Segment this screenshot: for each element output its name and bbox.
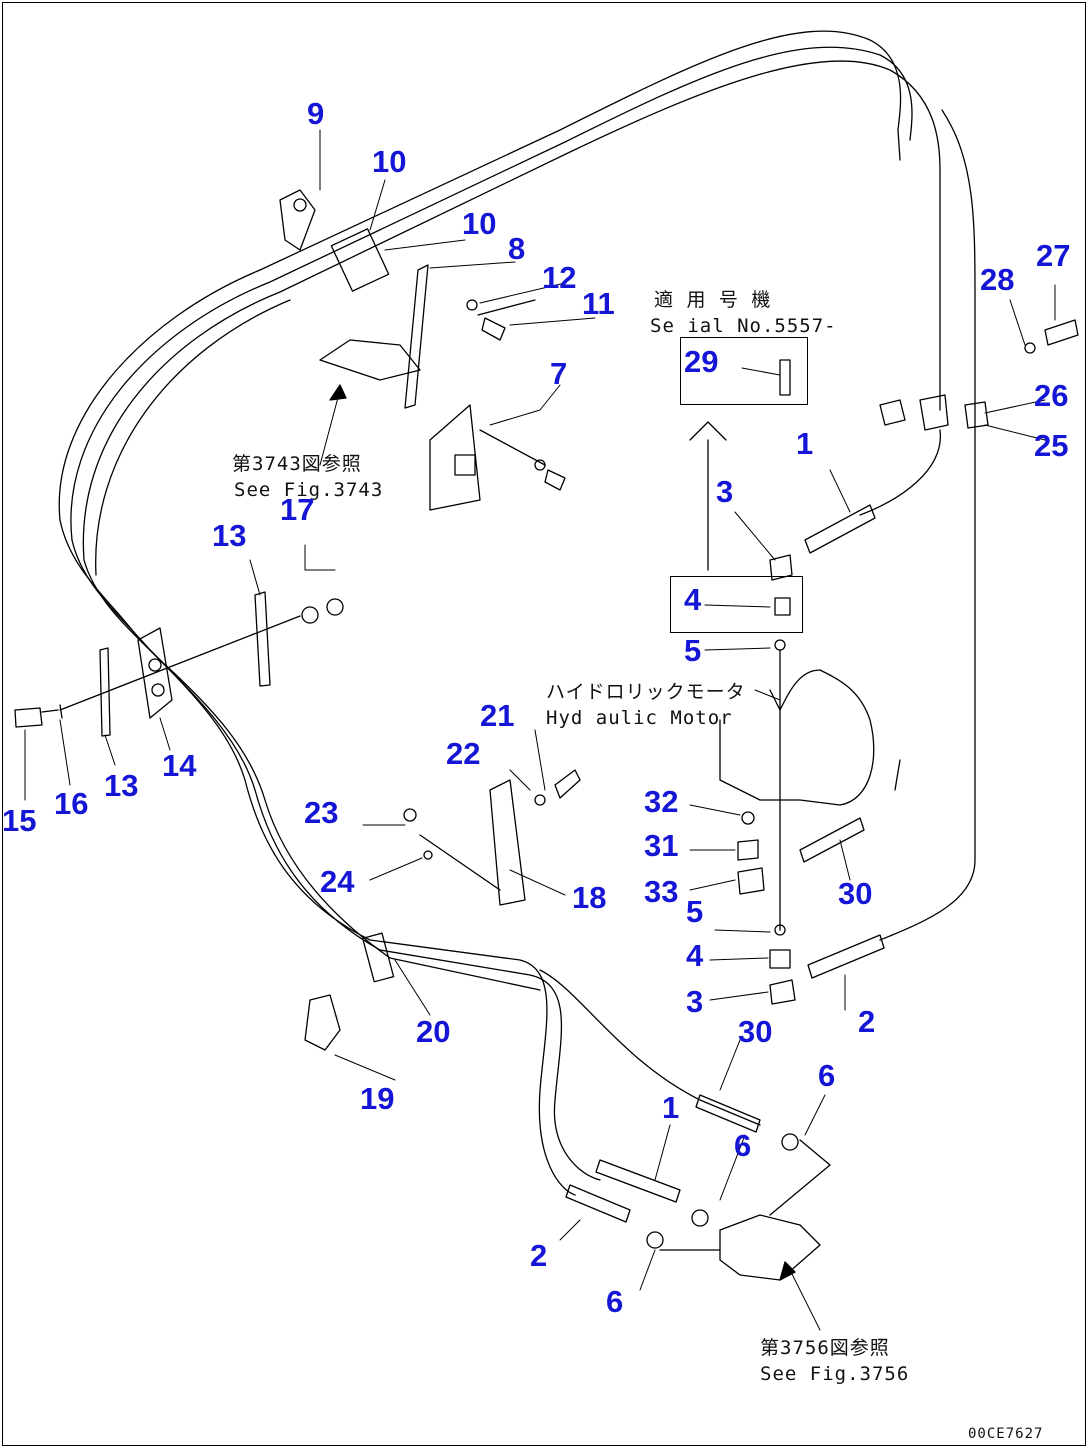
- callout-9: 9: [307, 96, 325, 131]
- callout-20: 20: [416, 1014, 451, 1049]
- motor-note-jp: ハイドロリックモータ: [546, 681, 746, 703]
- drawing-code: 00CE7627: [968, 1426, 1044, 1442]
- callout-4: 4: [684, 582, 702, 617]
- fittings-lower: [565, 1094, 831, 1281]
- hose-bundle-left: [59, 519, 761, 1196]
- callout-4: 4: [686, 938, 704, 973]
- callout-6: 6: [818, 1058, 836, 1093]
- callout-19: 19: [360, 1081, 395, 1116]
- callout-11: 11: [582, 286, 615, 321]
- callout-1: 1: [662, 1090, 680, 1125]
- callout-15: 15: [2, 803, 37, 838]
- callout-5: 5: [684, 633, 702, 668]
- bracket-8-7: [319, 264, 566, 511]
- callout-30: 30: [738, 1014, 773, 1049]
- callout-6: 6: [606, 1284, 624, 1319]
- callout-33: 33: [644, 874, 679, 909]
- callout-7: 7: [550, 356, 568, 391]
- callout-1: 1: [796, 426, 814, 461]
- callout-10: 10: [372, 144, 407, 179]
- callout-16: 16: [54, 786, 89, 821]
- reference-arrows: [329, 384, 796, 1281]
- callout-22: 22: [446, 736, 481, 771]
- callout-28: 28: [980, 262, 1015, 297]
- callout-2: 2: [530, 1238, 548, 1273]
- callout-3: 3: [716, 474, 734, 509]
- fig3743-note-en: See Fig.3743: [234, 479, 384, 501]
- callout-14: 14: [162, 748, 197, 783]
- hose-right-descent: [859, 109, 976, 941]
- callout-6: 6: [734, 1128, 752, 1163]
- callout-31: 31: [644, 828, 679, 863]
- motor-note-en: Hyd aulic Motor: [546, 707, 733, 729]
- callout-3: 3: [686, 984, 704, 1019]
- serial-number-box: [680, 337, 808, 405]
- hydraulic-motor: [719, 669, 901, 806]
- callout-24: 24: [320, 864, 355, 899]
- callout-25: 25: [1034, 428, 1069, 463]
- fig3756-note-jp: 第3756図参照: [760, 1337, 890, 1359]
- callout-30: 30: [838, 876, 873, 911]
- callout-8: 8: [508, 231, 526, 266]
- fittings-column: [689, 319, 1079, 1005]
- callout-17: 17: [280, 492, 315, 527]
- clamp-left: [14, 591, 344, 737]
- callout-27: 27: [1036, 238, 1071, 273]
- callout-23: 23: [304, 795, 339, 830]
- callout-32: 32: [644, 784, 679, 819]
- callout-26: 26: [1034, 378, 1069, 413]
- fitting-group-box: [670, 576, 803, 633]
- fig3743-note-jp: 第3743図参照: [232, 453, 362, 475]
- callout-10: 10: [462, 206, 497, 241]
- fig3756-note-en: See Fig.3756: [760, 1363, 910, 1385]
- leader-lines: [24, 129, 1056, 1331]
- serial-note-en: Se ial No.5557-: [650, 315, 837, 337]
- callout-5: 5: [686, 894, 704, 929]
- callout-29: 29: [684, 344, 719, 379]
- callout-12: 12: [542, 260, 577, 295]
- clamp-top: [279, 189, 390, 292]
- serial-note-jp: 適 用 号 機: [654, 289, 772, 311]
- callout-13: 13: [104, 768, 139, 803]
- callout-21: 21: [480, 698, 515, 733]
- hose-bundle-top: [58, 30, 941, 576]
- callout-18: 18: [572, 880, 607, 915]
- callout-2: 2: [858, 1004, 876, 1039]
- clamp-lower: [304, 769, 581, 1051]
- callout-13: 13: [212, 518, 247, 553]
